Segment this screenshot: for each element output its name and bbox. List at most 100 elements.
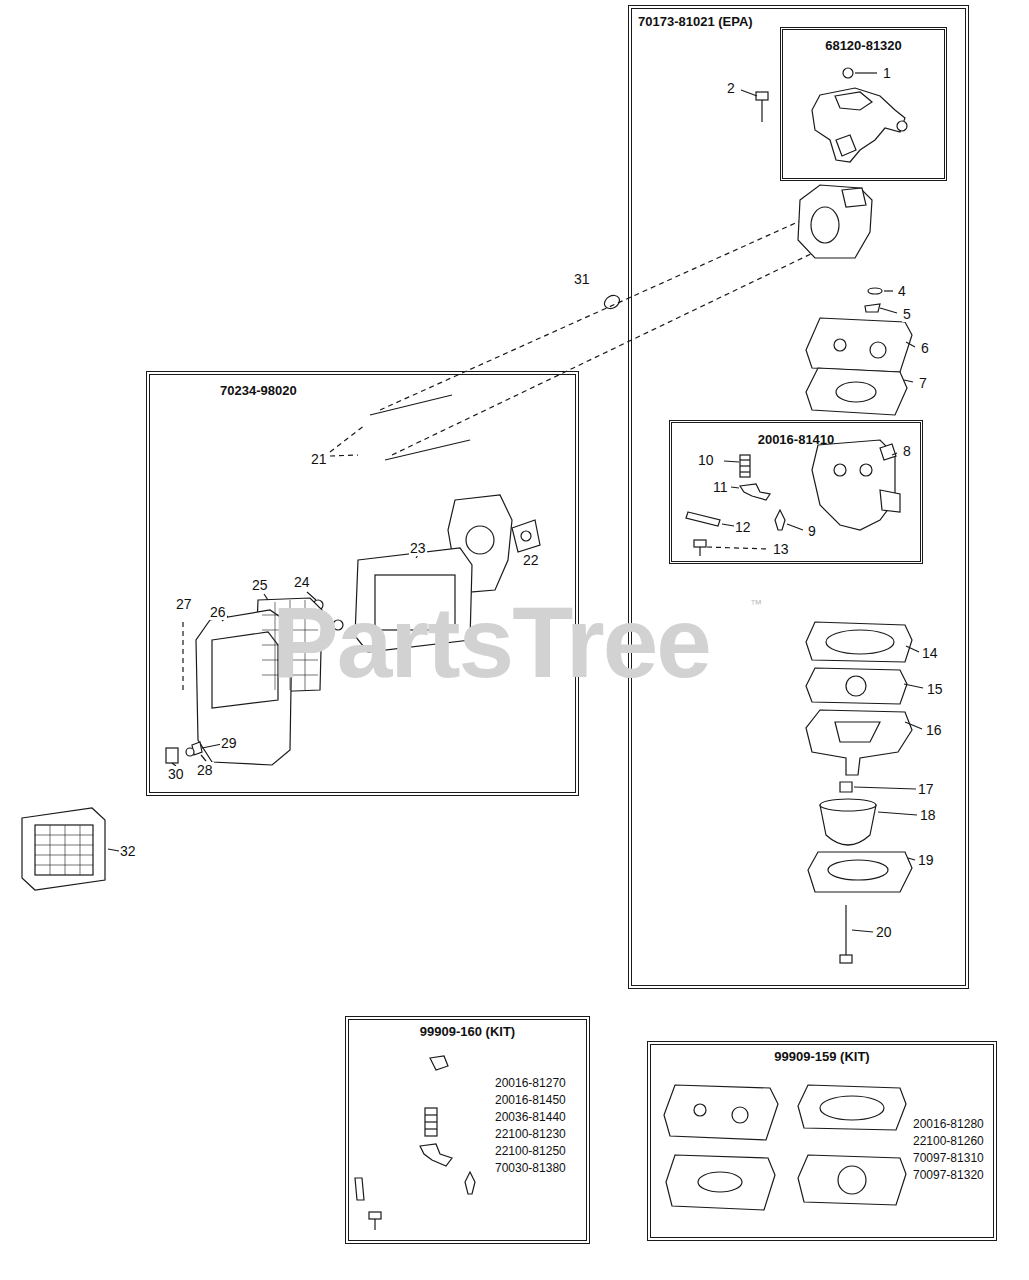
kit-parts — [465, 1172, 475, 1194]
callout-number: 10 — [697, 452, 715, 468]
leader-line — [884, 290, 893, 291]
air-cleaner — [370, 395, 452, 415]
leader-line — [108, 849, 119, 851]
filter-mesh — [80, 825, 81, 875]
callout-number: 25 — [251, 577, 269, 593]
leader-line — [892, 453, 897, 455]
gasket — [868, 288, 882, 294]
assembly-number: 70173-81021 (EPA) — [638, 14, 753, 29]
alignment-line — [707, 547, 768, 549]
part-number: 20036-81440 — [495, 1110, 566, 1124]
filter-mesh — [50, 825, 51, 875]
pump-body — [880, 444, 896, 460]
assembly-number: 20016-81410 — [672, 432, 920, 447]
callout-number: 9 — [807, 523, 817, 539]
spring-needle-parts — [775, 510, 785, 530]
gasket — [806, 318, 912, 372]
air-cleaner — [521, 531, 531, 541]
carburetor-body — [842, 188, 866, 207]
filter-mesh — [35, 845, 93, 846]
o-ring — [602, 293, 622, 311]
leader-line — [855, 72, 877, 73]
kit-parts — [425, 1128, 437, 1129]
pump-body — [834, 464, 846, 476]
air-cleaner — [166, 395, 540, 765]
part-number: 70097-81320 — [913, 1168, 984, 1182]
kit-parts — [355, 1178, 364, 1200]
carburetor-body — [836, 135, 856, 156]
leader-line — [741, 90, 757, 96]
callout-number: 13 — [772, 541, 790, 557]
part-number: 20016-81270 — [495, 1076, 566, 1090]
pump-body — [860, 464, 872, 476]
assembly-box: 70173-81021 (EPA) 68120-81320 20016-81410 — [628, 5, 969, 989]
kit-gaskets — [798, 1155, 906, 1205]
kit-parts — [420, 1144, 452, 1166]
callout-number: 2 — [726, 80, 736, 96]
spring-needle-parts — [740, 484, 770, 500]
kit-gaskets — [732, 1107, 748, 1123]
kit-gaskets — [820, 1096, 884, 1120]
filter-mesh — [35, 855, 93, 856]
pump-body — [812, 440, 895, 530]
kit-gaskets — [838, 1166, 866, 1194]
diaphragm-stack — [828, 860, 888, 880]
diaphragm-stack — [806, 622, 912, 662]
spring-needle-parts — [740, 459, 750, 460]
callout-number: 16 — [925, 722, 943, 738]
diaphragm-stack — [806, 622, 912, 963]
alignment-line — [182, 622, 183, 690]
diaphragm-stack — [835, 722, 880, 742]
spring-needle-parts — [686, 512, 720, 526]
callout-number: 18 — [919, 807, 937, 823]
kit-parts — [425, 1121, 437, 1122]
callout-number: 31 — [573, 271, 591, 287]
carburetor-body — [897, 121, 907, 131]
alignment-line — [330, 455, 358, 456]
air-filter — [22, 808, 105, 890]
sub-assembly-box: 20016-81410 — [669, 420, 923, 564]
leader-line — [787, 524, 803, 530]
screw — [756, 92, 768, 122]
gasket — [870, 342, 886, 358]
assembly-number: 99909-159 (KIT) — [651, 1049, 993, 1064]
diaphragm-stack — [808, 852, 912, 892]
spring-needle-parts — [699, 547, 700, 556]
callout-number: 21 — [310, 451, 328, 467]
air-cleaner — [212, 632, 278, 708]
pump-body — [812, 440, 900, 530]
spring-needle-parts — [686, 455, 785, 556]
screw — [756, 92, 768, 100]
kit-gaskets — [694, 1104, 706, 1116]
kit-parts — [430, 1056, 448, 1070]
callout-number: 29 — [220, 735, 238, 751]
filter-mesh — [35, 835, 93, 836]
leader-line — [108, 73, 923, 932]
callout-number: 12 — [734, 519, 752, 535]
part-number: 22100-81230 — [495, 1127, 566, 1141]
assembly-box: 70234-98020 — [146, 371, 579, 796]
callout-number: 15 — [926, 681, 944, 697]
spring-needle-parts — [740, 455, 750, 477]
assembly-number: 68120-81320 — [783, 38, 944, 53]
leader-line — [906, 646, 919, 652]
kit-gaskets — [698, 1172, 742, 1192]
part-number: 22100-81250 — [495, 1144, 566, 1158]
kit-gaskets — [664, 1085, 778, 1140]
screw — [761, 100, 762, 122]
carburetor-body — [812, 68, 907, 162]
leader-line — [904, 380, 913, 382]
diaphragm-stack — [845, 905, 846, 955]
spring-needle-parts — [740, 471, 750, 472]
part-number: 70097-81310 — [913, 1151, 984, 1165]
kit-parts — [355, 1056, 475, 1230]
kit-gaskets — [666, 1155, 775, 1210]
part-number: 70030-81380 — [495, 1161, 566, 1175]
callout-number: 20 — [875, 924, 893, 940]
gasket — [865, 304, 880, 312]
diaphragm-stack — [820, 799, 876, 811]
part-number: 20016-81280 — [913, 1117, 984, 1131]
leader-line — [906, 342, 915, 347]
callout-number: 11 — [712, 479, 729, 495]
